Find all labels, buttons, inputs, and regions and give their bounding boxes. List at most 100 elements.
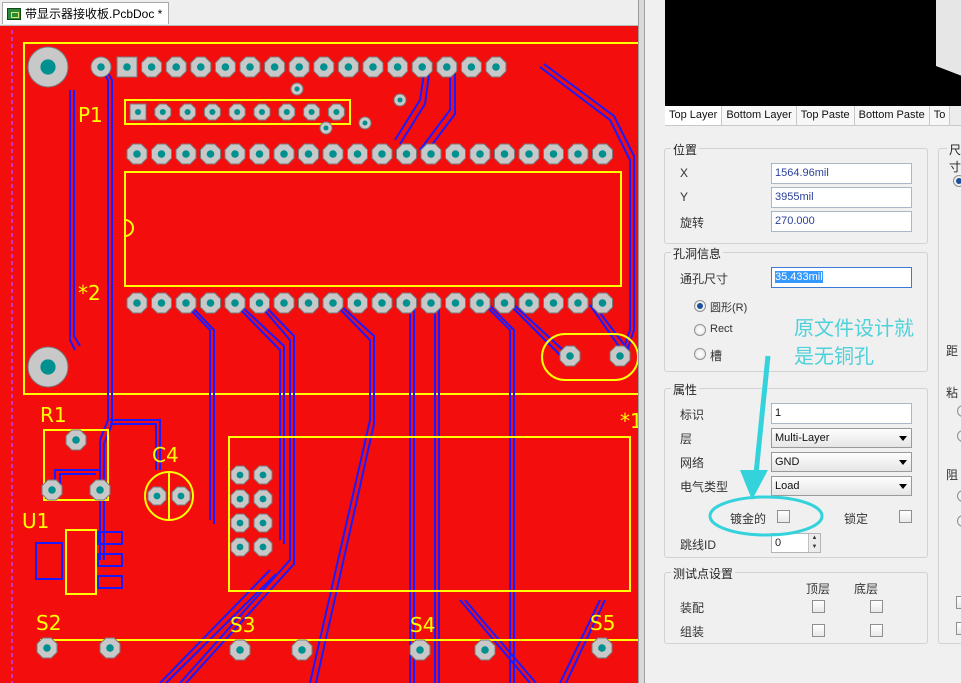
switch-pad-hole xyxy=(598,644,606,652)
layer-select[interactable]: Multi-Layer xyxy=(771,428,912,448)
switch-pad-hole xyxy=(416,646,424,654)
designator-input[interactable]: 1 xyxy=(771,403,912,424)
header-pad-hole xyxy=(221,63,230,71)
net-select[interactable]: GND xyxy=(771,452,912,472)
jumper-id-stepper[interactable]: 0 ▲ ▼ xyxy=(771,533,821,553)
electrical-type-select[interactable]: Load xyxy=(771,476,912,496)
lcd-pad-hole xyxy=(353,150,362,158)
electrical-type-label: 电气类型 xyxy=(680,480,729,494)
switch-pad-hole xyxy=(43,644,51,652)
hole-group-title: 孔洞信息 xyxy=(671,245,724,262)
assembly-bottom-checkbox[interactable] xyxy=(870,600,883,613)
designator-pin1: *1 xyxy=(620,409,643,433)
lcd-pad-hole xyxy=(133,150,141,158)
lcd-pad-hole xyxy=(476,150,484,158)
size-group-title: 尺寸 xyxy=(947,141,961,175)
module-header-pad-hole xyxy=(236,543,244,551)
p1-pad-hole xyxy=(283,108,290,116)
document-tab[interactable]: 带显示器接收板.PcbDoc * xyxy=(2,2,170,24)
header-pad-hole xyxy=(320,63,328,71)
hole-shape-slot-radio[interactable] xyxy=(694,348,706,360)
chevron-down-icon xyxy=(899,460,907,465)
extra-checkbox-2[interactable] xyxy=(956,622,961,635)
lcd-pad-hole xyxy=(598,150,607,158)
header-pad-hole xyxy=(369,63,377,71)
r1-pad-hole xyxy=(48,486,56,494)
pcb-pads xyxy=(27,46,631,661)
chevron-down-icon xyxy=(899,484,907,489)
module-header-pad-hole xyxy=(236,471,244,479)
tab-top-paste[interactable]: Top Paste xyxy=(796,106,855,125)
lcd-pad-hole xyxy=(525,150,533,158)
testpoint-assembly-label: 装配 xyxy=(680,601,705,615)
tab-top-layer[interactable]: Top Layer xyxy=(665,106,723,125)
lcd-pad-hole xyxy=(549,299,558,307)
lcd-pad-hole xyxy=(280,150,288,158)
fabrication-bottom-checkbox[interactable] xyxy=(870,624,883,637)
board-outline xyxy=(23,42,644,395)
layer-label: 层 xyxy=(680,432,693,446)
position-group-title: 位置 xyxy=(671,141,700,158)
lcd-pad-hole xyxy=(402,299,411,307)
lcd-pad-hole xyxy=(157,299,166,307)
tab-bottom-paste[interactable]: Bottom Paste xyxy=(854,106,930,125)
pcb-drawing[interactable]: P1 *2 R1 C4 U1 S2 S3 S4 S5 *1 xyxy=(0,26,644,683)
header-pad-hole xyxy=(270,63,279,71)
jumper-id-label: 跳线ID xyxy=(680,538,717,552)
y-input[interactable]: 3955mil xyxy=(771,187,912,208)
header-pad-hole xyxy=(197,63,205,71)
testpoint-fabrication-label: 组装 xyxy=(680,625,705,639)
hole-shape-rect-radio[interactable] xyxy=(694,324,706,336)
designator-s3: S3 xyxy=(230,613,255,637)
testpoint-top-header: 顶层 xyxy=(806,582,831,596)
hole-shape-round-label: 圆形(R) xyxy=(710,302,748,314)
canvas-splitter[interactable] xyxy=(638,0,644,683)
pcb-canvas[interactable]: P1 *2 R1 C4 U1 S2 S3 S4 S5 *1 xyxy=(0,26,644,683)
designator-s4: S4 xyxy=(410,613,435,637)
module-header-pad-hole xyxy=(259,543,267,551)
hole-shape-round-radio[interactable] xyxy=(694,300,706,312)
pcb-traces xyxy=(54,63,635,683)
size-mode-radio[interactable] xyxy=(953,175,961,187)
lcd-pad-hole xyxy=(427,150,435,158)
header-pad-1-hole xyxy=(97,63,105,71)
layer-tabs: Top Layer Bottom Layer Top Paste Bottom … xyxy=(665,106,961,126)
lcd-pad-hole xyxy=(378,299,386,307)
u1-outline xyxy=(65,529,97,595)
designator-c4: C4 xyxy=(152,443,179,467)
annotation-text: 原文件设计就 是无铜孔 xyxy=(794,314,954,370)
header-pad-hole xyxy=(418,63,427,71)
header-pad-hole xyxy=(295,63,304,71)
module-header-pad-hole xyxy=(236,519,244,527)
switch-pad-hole xyxy=(236,646,244,654)
tab-more[interactable]: To xyxy=(929,106,951,125)
fabrication-top-checkbox[interactable] xyxy=(812,624,825,637)
designator-label: 标识 xyxy=(680,408,705,422)
assembly-top-checkbox[interactable] xyxy=(812,600,825,613)
r1-pad-hole xyxy=(96,486,104,494)
lcd-pad-hole xyxy=(329,299,337,307)
p1-pad-hole xyxy=(159,108,166,116)
header-pad-hole xyxy=(393,63,402,71)
extra-checkbox-1[interactable] xyxy=(956,596,961,609)
hole-size-input[interactable]: 35.433mil xyxy=(771,267,912,288)
tab-bottom-layer[interactable]: Bottom Layer xyxy=(722,106,797,125)
x-label: X xyxy=(680,166,689,180)
header-pad-hole xyxy=(246,63,254,71)
locked-checkbox[interactable] xyxy=(899,510,912,523)
lcd-outline xyxy=(124,171,622,287)
rotation-input[interactable]: 270.000 xyxy=(771,211,912,232)
lcd-pad-hole xyxy=(280,299,288,307)
lcd-pad-hole xyxy=(378,150,386,158)
designator-s2: S2 xyxy=(36,611,61,635)
designator-s5: S5 xyxy=(590,611,615,635)
designator-pin2: *2 xyxy=(78,281,101,305)
switch-pad-hole xyxy=(106,644,114,652)
stepper-up-icon[interactable]: ▲ xyxy=(808,534,820,543)
testpoint-bottom-header: 底层 xyxy=(854,582,879,596)
lcd-pad-hole xyxy=(525,299,533,307)
x-input[interactable]: 1564.96mil xyxy=(771,163,912,184)
annotation-line-2: 是无铜孔 xyxy=(794,344,874,368)
plated-checkbox[interactable] xyxy=(777,510,790,523)
stepper-down-icon[interactable]: ▼ xyxy=(808,543,820,552)
